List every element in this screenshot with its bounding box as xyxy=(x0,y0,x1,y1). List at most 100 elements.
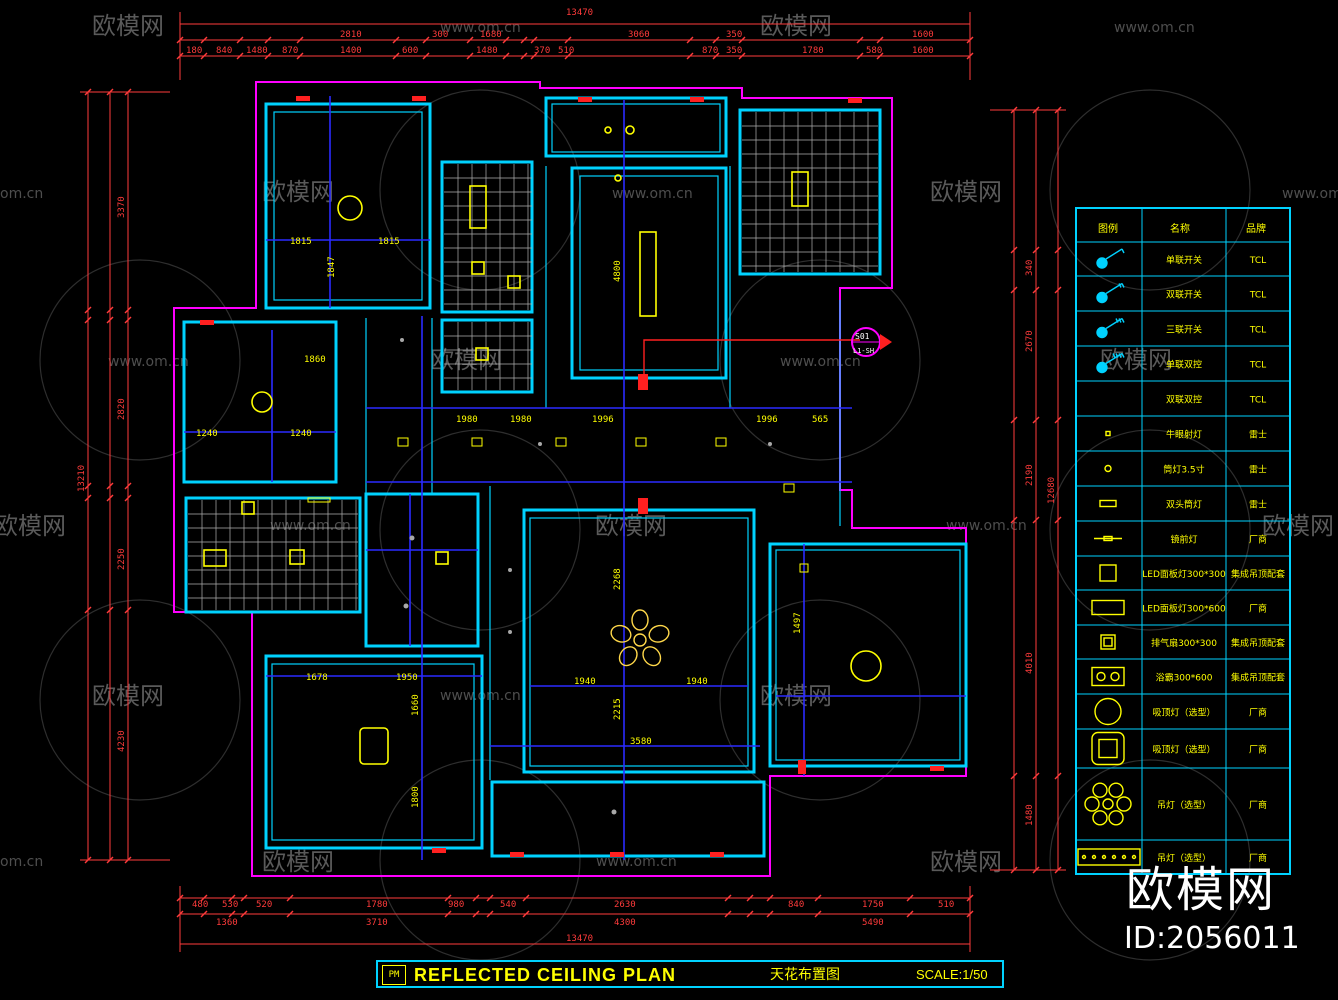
dim-right: 4010 xyxy=(1025,652,1035,674)
legend-brand: 厂商 xyxy=(1249,799,1267,811)
dim-tick xyxy=(176,52,184,60)
dim-top: 840 xyxy=(216,46,232,56)
watermark-logo: 欧模网 xyxy=(92,12,164,40)
dim-tick xyxy=(966,36,974,44)
dim-tick xyxy=(106,494,114,502)
watermark-url: om.cn xyxy=(0,854,43,870)
dim-interior: 1660 xyxy=(411,694,421,716)
dim-tick xyxy=(84,306,92,314)
dim-tick xyxy=(530,52,538,60)
section-line xyxy=(643,339,860,374)
single-switch-icon xyxy=(1096,248,1125,269)
dim-tick xyxy=(124,606,132,614)
dim-tick xyxy=(522,910,530,918)
legend-brand: 厂商 xyxy=(1249,852,1267,864)
watermark-url: om.cn xyxy=(0,186,43,202)
dim-interior: 1678 xyxy=(306,673,328,683)
dim-tick xyxy=(856,36,864,44)
dim-interior: 2215 xyxy=(613,698,623,720)
watermark-url: www.om.cn xyxy=(612,186,693,202)
legend-brand: TCL xyxy=(1249,396,1266,406)
dim-tick xyxy=(1010,866,1018,874)
dim-left-total: 13210 xyxy=(77,465,87,492)
legend-brand: 集成吊顶配套 xyxy=(1231,637,1285,649)
legend-brand: TCL xyxy=(1249,291,1266,301)
dim-tick xyxy=(486,894,494,902)
legend-header: 品牌 xyxy=(1246,222,1266,235)
dim-interior: 1240 xyxy=(290,429,312,439)
dim-top-overall: 13470 xyxy=(566,8,593,18)
dim-tick xyxy=(422,36,430,44)
walls xyxy=(182,96,968,858)
dim-tick xyxy=(228,894,236,902)
dim-tick xyxy=(240,894,248,902)
dim-tick xyxy=(1054,286,1062,294)
dim-tick xyxy=(966,910,974,918)
dim-tick xyxy=(1054,772,1062,780)
triple-switch-icon xyxy=(1096,317,1125,339)
dim-tick xyxy=(106,482,114,490)
watermark-logo: 欧模网 xyxy=(760,12,832,40)
dim-tick xyxy=(712,36,720,44)
dim-tick xyxy=(200,36,208,44)
drawing-scale: SCALE:1/50 xyxy=(916,967,988,982)
dim-tick xyxy=(176,910,184,918)
dim-tick xyxy=(84,482,92,490)
dim-right-total: 12680 xyxy=(1047,477,1057,504)
dim-top: 1780 xyxy=(802,46,824,56)
dim-bottom: 5490 xyxy=(862,918,884,928)
panel-light-300-icon xyxy=(1099,564,1117,582)
dim-tick xyxy=(1032,416,1040,424)
dim-tick xyxy=(1010,516,1018,524)
dim-top: 1600 xyxy=(912,46,934,56)
spotlight-icon xyxy=(1105,430,1111,437)
legend-name: 吊灯（选型） xyxy=(1157,852,1211,864)
dim-interior: 565 xyxy=(812,415,828,425)
legend-name: 双联双控 xyxy=(1166,394,1202,406)
legend-name: 双头筒灯 xyxy=(1166,499,1202,511)
ceiling-lamp-square-icon xyxy=(1091,731,1125,766)
dim-interior: 4800 xyxy=(613,260,623,282)
dim-tick xyxy=(264,52,272,60)
watermark-logo: 欧模网 xyxy=(930,178,1002,206)
legend-name: LED面板灯300*600 xyxy=(1142,603,1226,615)
dim-tick xyxy=(296,36,304,44)
dim-tick xyxy=(766,894,774,902)
dim-interior: 1800 xyxy=(411,786,421,808)
panel-light-600-icon xyxy=(1091,599,1125,616)
chandelier-icon xyxy=(1084,782,1132,826)
dim-tick xyxy=(176,894,184,902)
legend-name: 单联双控 xyxy=(1166,359,1202,371)
legend-name: 三联开关 xyxy=(1166,324,1202,336)
dim-top: 2810 xyxy=(340,30,362,40)
dim-bottom: 980 xyxy=(448,900,464,910)
dim-tick xyxy=(236,36,244,44)
dim-tick xyxy=(106,606,114,614)
dim-tick xyxy=(444,910,452,918)
dim-tick xyxy=(228,910,236,918)
dim-tick xyxy=(106,316,114,324)
drawing-title-cn: 天花布置图 xyxy=(770,967,840,983)
dim-tick xyxy=(124,306,132,314)
legend-brand: TCL xyxy=(1249,256,1266,266)
dim-bottom-overall: 13470 xyxy=(566,934,593,944)
downlight-icon xyxy=(1104,464,1112,473)
dim-interior: 1950 xyxy=(396,673,418,683)
dim-bottom: 3710 xyxy=(366,918,388,928)
dim-tick xyxy=(84,606,92,614)
legend-name: 吸顶灯（选型） xyxy=(1152,744,1215,756)
dim-tick xyxy=(286,910,294,918)
dim-tick xyxy=(124,494,132,502)
watermark-logo: 欧模网 xyxy=(0,512,66,540)
dimension-lines xyxy=(80,12,1066,952)
dim-top: 3060 xyxy=(628,30,650,40)
dim-tick xyxy=(1010,416,1018,424)
watermark-logo: 欧模网 xyxy=(930,848,1002,876)
dim-tick xyxy=(856,52,864,60)
section-marker-top: S01 xyxy=(855,332,870,341)
dim-top: 870 xyxy=(702,46,718,56)
dim-tick xyxy=(422,52,430,60)
dimension-labels: 13470 2810 300 1680 3060 350 1600 180 84… xyxy=(77,8,1057,944)
dim-top: 180 xyxy=(186,46,202,56)
